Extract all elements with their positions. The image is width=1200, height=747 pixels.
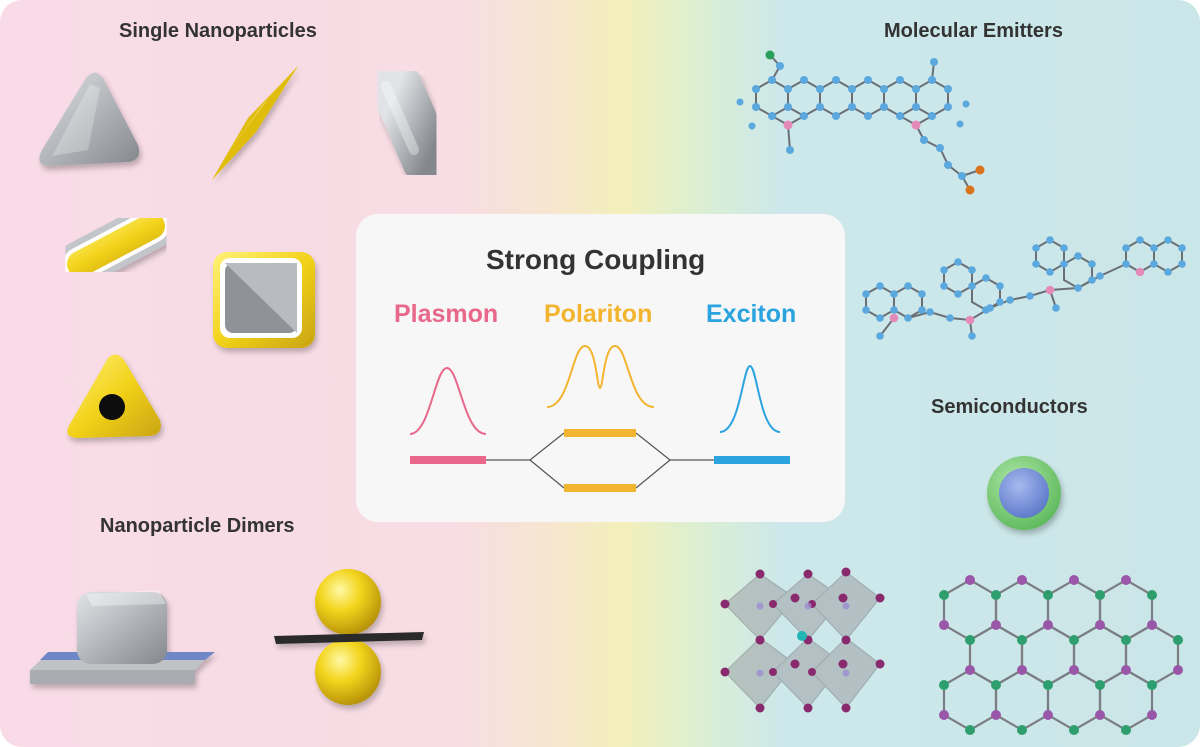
molecule-2-pink-atom-3: [1045, 285, 1055, 295]
molecule-2-atoms: [862, 236, 1186, 340]
strong-coupling-panel: [356, 214, 845, 522]
molecule-2-pink-atom-2: [965, 315, 975, 325]
exciton-level: [714, 456, 790, 464]
polariton-label: Polariton: [544, 300, 653, 328]
connector-upper-left: [529, 432, 565, 461]
plasmon-spectrum: [409, 366, 487, 435]
lower-polariton-level: [564, 484, 636, 492]
hexagonal-lattice-atoms-green: [939, 590, 1183, 735]
plasmon-level: [410, 456, 486, 464]
dimer-spheres-gap: [274, 569, 424, 705]
molecule-1-orange-atom-top: [975, 165, 985, 175]
nanoparticle-core-shell-rod: [57, 203, 175, 287]
molecule-1-atoms: [736, 58, 970, 180]
connector-lower-left: [529, 459, 565, 489]
molecule-1-green-atom: [765, 50, 775, 60]
polariton-spectrum: [546, 344, 655, 408]
molecule-1-orange-atom-bottom: [965, 185, 975, 195]
molecule-1-pink-atom-left: [783, 120, 793, 130]
strong-coupling-title: Strong Coupling: [486, 244, 706, 275]
nanoparticle-triangle: [39, 72, 140, 166]
exciton-label: Exciton: [706, 300, 797, 328]
perovskite-lattice: [720, 567, 885, 713]
dimer-cube-on-substrate: [30, 590, 215, 684]
molecule-1-pink-atom-right: [911, 120, 921, 130]
connector-lower-right: [635, 459, 671, 489]
nanoparticle-rod-silver: [371, 62, 454, 186]
nanoparticle-triangle-hole: [67, 354, 161, 438]
nanoparticle-hollow-cube: [213, 252, 315, 348]
section-title-semiconductors: Semiconductors: [931, 396, 1088, 418]
hexagonal-lattice-atoms-purple: [939, 575, 1183, 720]
molecule-2-pink-atom-4: [1135, 267, 1145, 277]
nanoparticle-bipyramid: [212, 66, 298, 180]
section-title-single-nanoparticles: Single Nanoparticles: [119, 20, 317, 42]
quantum-dot-core-shell: [987, 456, 1061, 530]
upper-polariton-level: [564, 429, 636, 437]
exciton-spectrum: [719, 364, 781, 433]
connector-upper-right: [635, 432, 671, 461]
molecule-2-pink-atom-1: [889, 313, 899, 323]
plasmon-label: Plasmon: [394, 300, 499, 328]
section-title-nanoparticle-dimers: Nanoparticle Dimers: [100, 515, 295, 537]
section-title-molecular-emitters: Molecular Emitters: [884, 20, 1063, 42]
